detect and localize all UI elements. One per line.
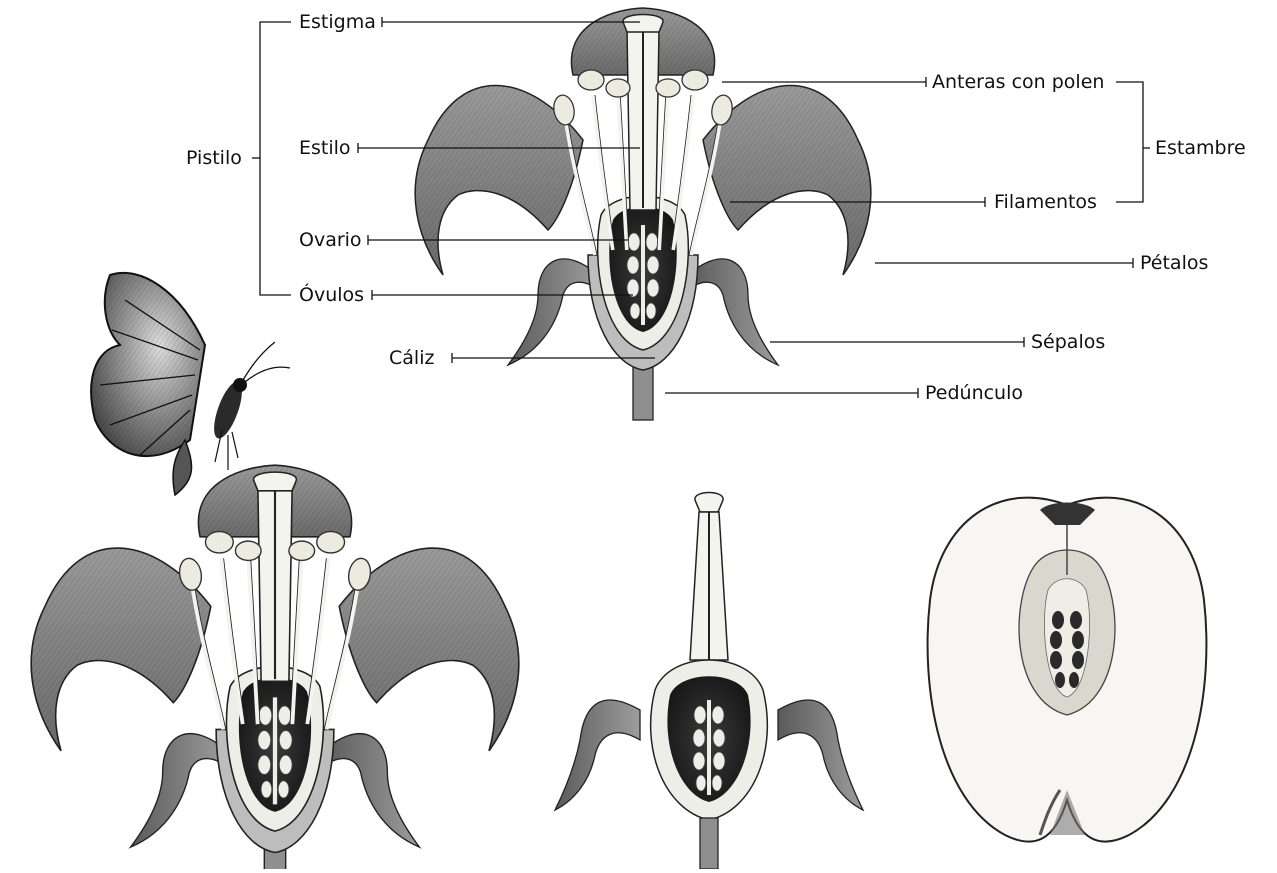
label-petalos: Pétalos: [1140, 252, 1208, 274]
label-sepalos: Sépalos: [1031, 331, 1105, 353]
label-filamentos: Filamentos: [994, 191, 1097, 213]
label-estilo: Estilo: [299, 137, 351, 159]
fruit-cross-section: [928, 498, 1207, 842]
label-caliz: Cáliz: [389, 347, 434, 369]
flower-pollination: [31, 465, 519, 869]
label-estigma: Estigma: [299, 11, 376, 33]
label-ovario: Ovario: [299, 229, 362, 251]
label-anteras: Anteras con polen: [932, 71, 1104, 93]
pistil-isolated: [555, 493, 863, 870]
label-ovulos: Óvulos: [299, 284, 364, 306]
label-estambre: Estambre: [1155, 137, 1246, 159]
butterfly-illustration: [91, 273, 290, 495]
label-pedunculo: Pedúnculo: [925, 382, 1023, 404]
label-pistilo: Pistilo: [186, 147, 242, 169]
